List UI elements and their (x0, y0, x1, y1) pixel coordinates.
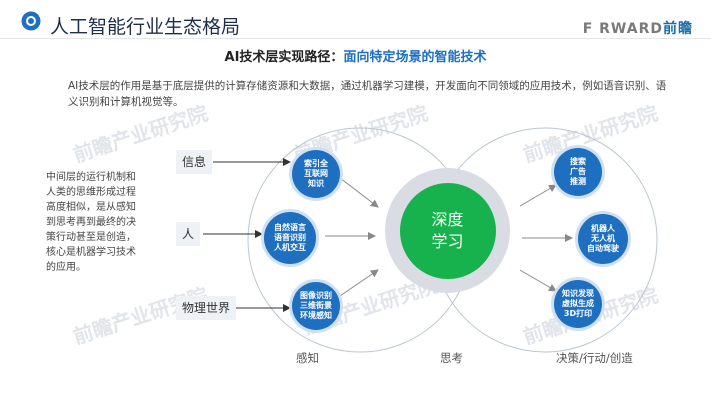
input-human: 人 (176, 222, 201, 246)
brand-latin: F RWARD (582, 21, 663, 37)
core-deep-learning: 深度 学习 (385, 168, 510, 293)
core-label: 深度 学习 (399, 182, 496, 279)
node-search-ads: 搜索 广告 推测 (554, 148, 602, 196)
input-info: 信息 (176, 150, 213, 174)
stage-perception: 感知 (296, 351, 319, 365)
stage-thinking: 思考 (440, 351, 463, 365)
forward-logo-icon (21, 11, 41, 31)
input-physical-world: 物理世界 (176, 296, 237, 320)
node-creation: 知识发现 虚拟生成 3D打印 (554, 280, 602, 328)
arrow-from-core (519, 184, 557, 207)
page-title: 人工智能行业生态格局 (50, 16, 241, 38)
side-description: 中间层的运行机制和人类的思维形成过程高度相似，是从感知到思考再到最终的决策行动甚… (46, 172, 136, 273)
arrow-to-core (339, 177, 379, 208)
arrow-from-core (519, 269, 557, 292)
subtitle-prefix: AI技术层实现路径： (224, 50, 344, 65)
node-vision: 图像识别 三维街景 环境感知 (292, 282, 340, 330)
node-knowledge-index: 索引全 互联网 知识 (292, 150, 340, 198)
intro-paragraph: AI技术层的作用是基于底层提供的计算存储资源和大数据，通过机器学习建模，开发面向… (68, 80, 667, 108)
header-divider (0, 38, 711, 39)
brand-logo: F RWARD前瞻 (583, 18, 693, 38)
arrow-to-core (339, 269, 379, 297)
stage-action: 决策/行动/创造 (556, 351, 633, 365)
subtitle-accent: 面向特定场景的智能技术 (343, 50, 487, 65)
brand-cn: 前瞻 (663, 21, 693, 37)
slide-subtitle: AI技术层实现路径：面向特定场景的智能技术 (0, 46, 711, 65)
node-language-speech: 自然语言 语音识别 人机交互 (264, 212, 316, 264)
node-robotics: 机器人 无人机 自动驾驶 (578, 214, 628, 264)
